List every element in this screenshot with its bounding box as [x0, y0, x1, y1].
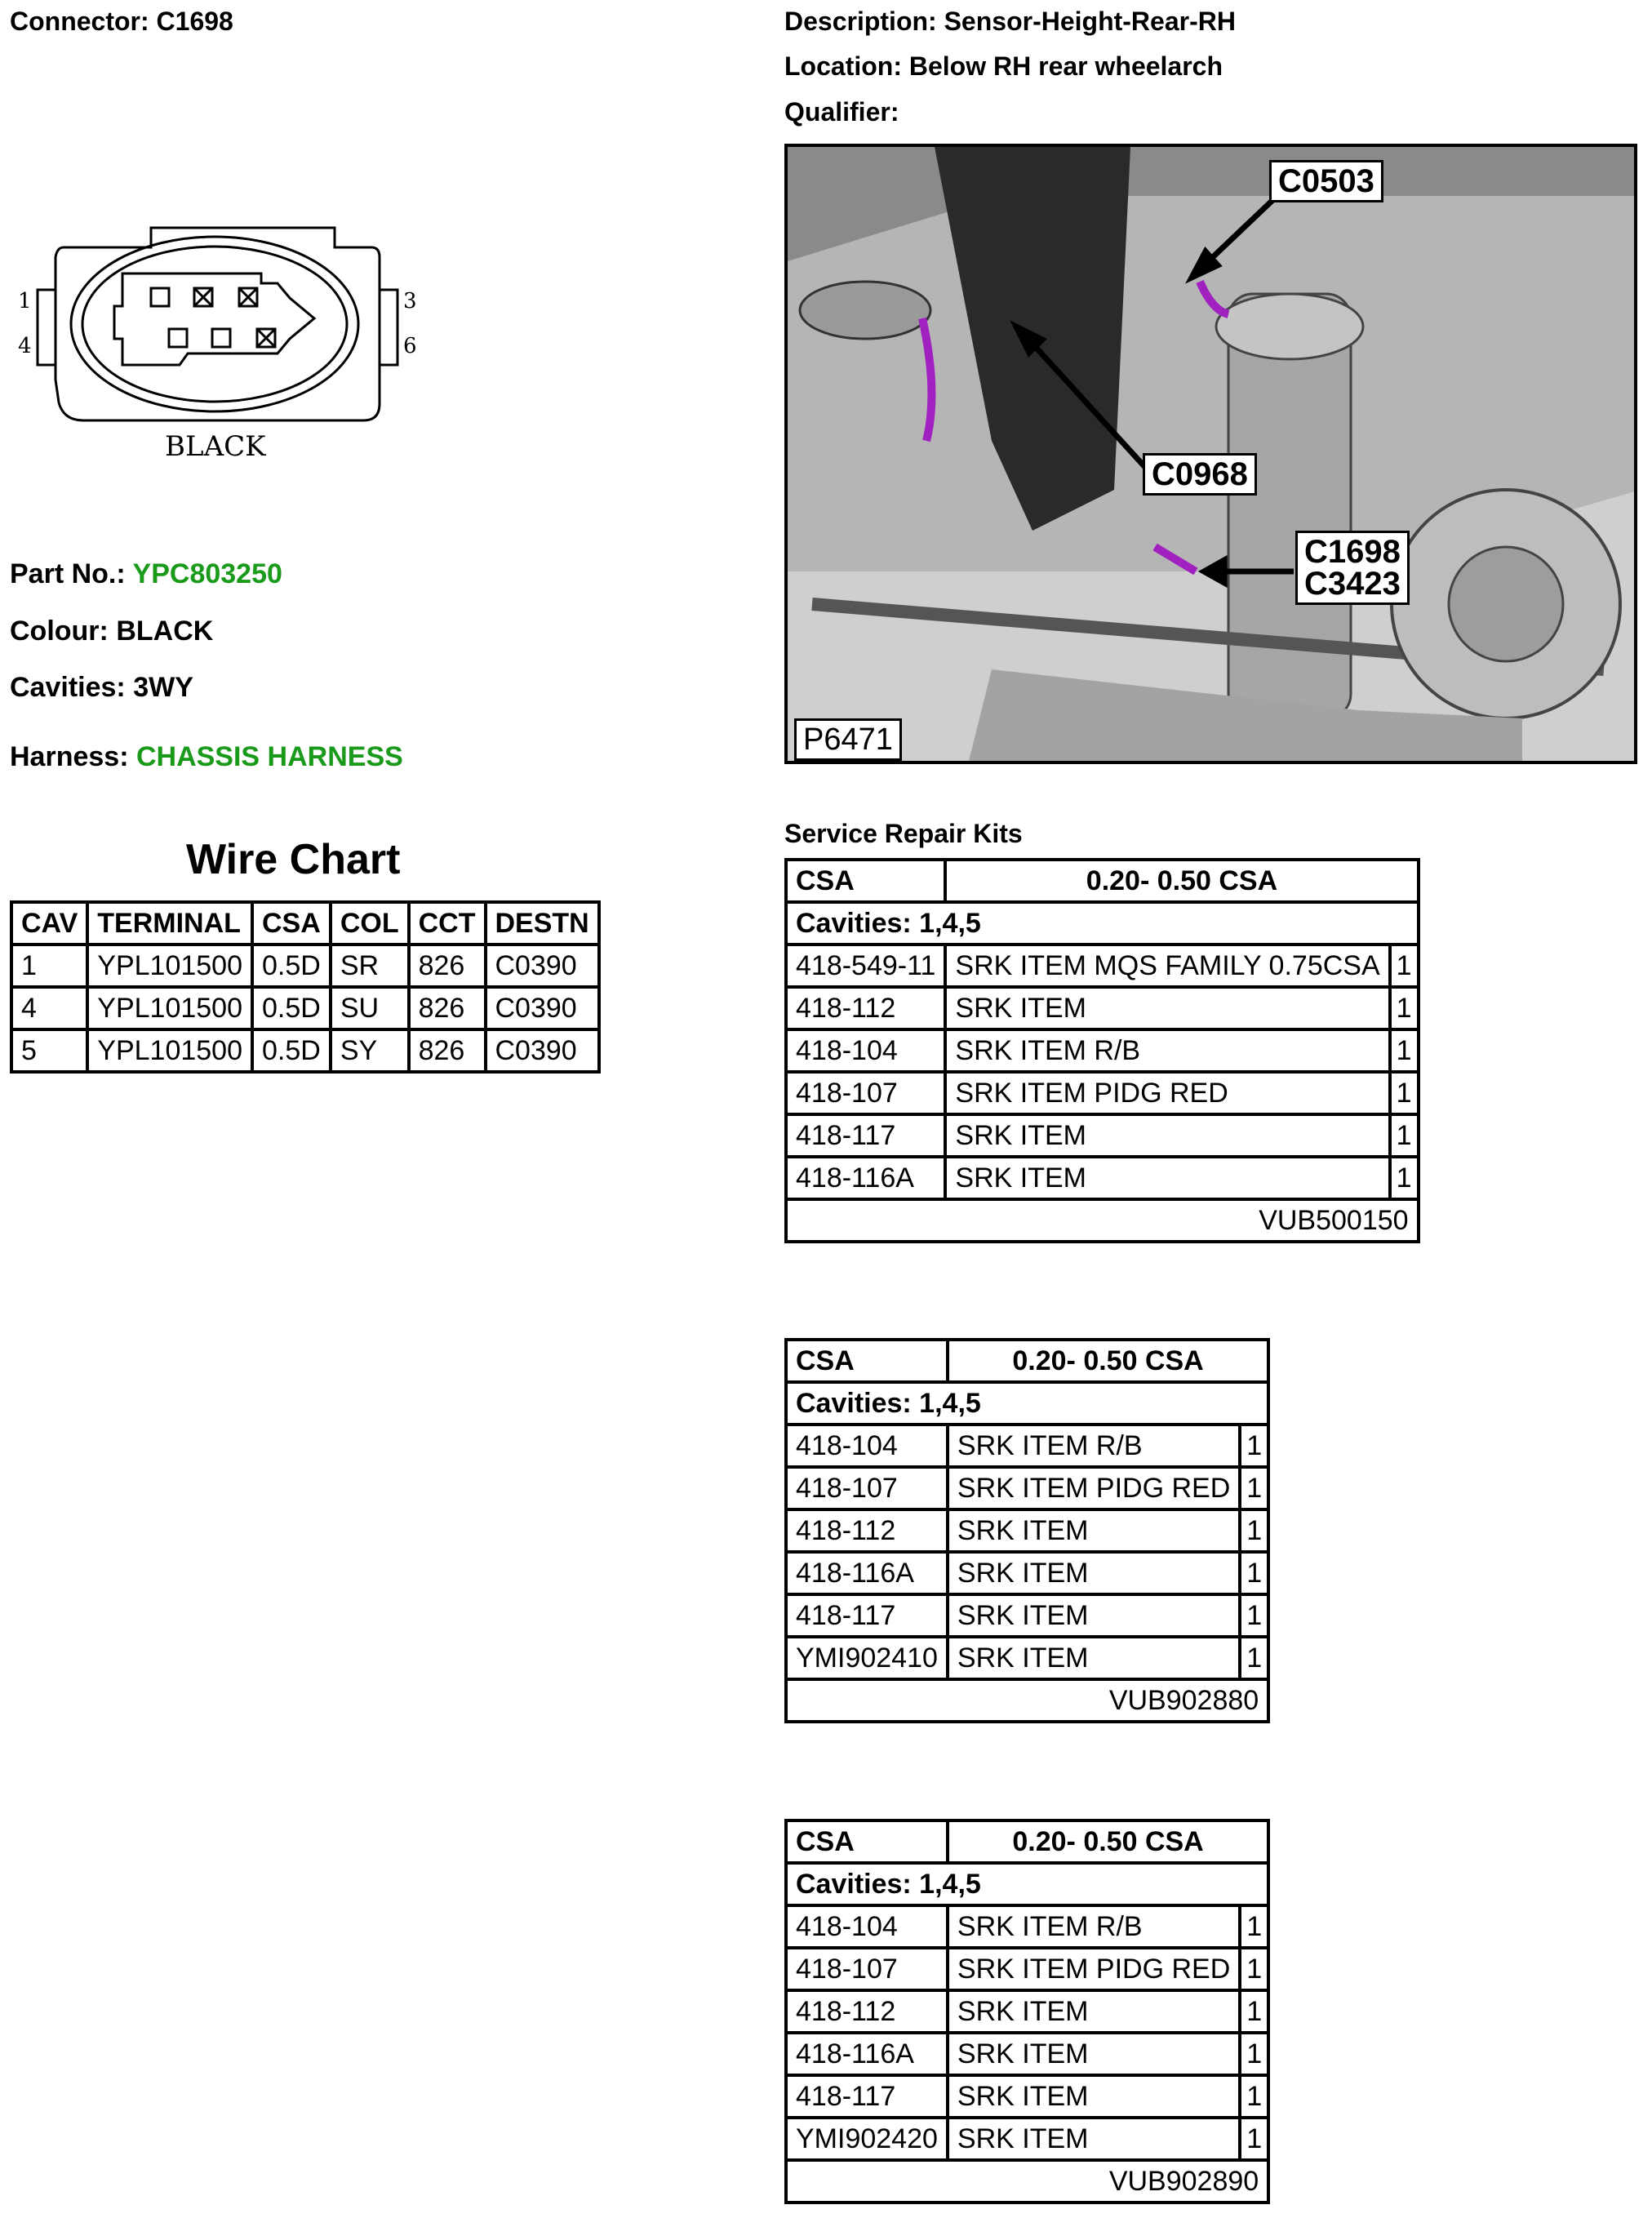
- service-repair-kits-title: Service Repair Kits: [784, 819, 1023, 848]
- kit-number: VUB902890: [784, 2158, 1271, 2204]
- callout-c1698: C1698: [1295, 531, 1410, 571]
- table-row: 5 YPL101500 0.5D SY 826 C0390: [9, 1028, 601, 1074]
- location-photo-illustration: [788, 147, 1634, 761]
- cavities-line: Cavities: 3WY: [10, 672, 193, 703]
- figure-id: P6471: [794, 718, 902, 761]
- kit-number: VUB500150: [784, 1198, 1420, 1243]
- harness-line: Harness: CHASSIS HARNESS: [10, 741, 403, 772]
- callout-c3423: C3423: [1295, 565, 1410, 605]
- table-row: 1 YPL101500 0.5D SR 826 C0390: [9, 943, 601, 989]
- table-row: 4 YPL101500 0.5D SU 826 C0390: [9, 985, 601, 1031]
- pin-label-4: 4: [18, 334, 32, 358]
- wire-chart-title: Wire Chart: [186, 836, 401, 883]
- connector-colour-caption: BLACK: [165, 430, 266, 463]
- connector-heading: Connector: C1698: [10, 7, 233, 36]
- col-header-csa: CSA: [251, 900, 332, 946]
- callout-c0503: C0503: [1269, 160, 1383, 202]
- col-header-cav: CAV: [9, 900, 90, 946]
- wire-chart-table: CAV TERMINAL CSA COL CCT DESTN 1 YPL1015…: [9, 900, 601, 1074]
- callout-c0968: C0968: [1143, 453, 1257, 496]
- kit-number: VUB902880: [784, 1678, 1271, 1723]
- harness-value: CHASSIS HARNESS: [135, 741, 403, 772]
- location-line: Location: Below RH rear wheelarch: [784, 51, 1223, 81]
- location-photo: C0503 C0968 C1698 C3423 P6471: [784, 144, 1637, 764]
- col-header-terminal: TERMINAL: [86, 900, 254, 946]
- wire-chart-header-row: CAV TERMINAL CSA COL CCT DESTN: [9, 900, 601, 946]
- repair-kit-table-3: CSA 0.20- 0.50 CSA Cavities: 1,4,5 418-1…: [784, 1819, 1271, 2204]
- col-header-destn: DESTN: [483, 900, 601, 946]
- description-line: Description: Sensor-Height-Rear-RH: [784, 7, 1236, 36]
- pin-label-6: 6: [403, 334, 417, 358]
- col-header-col: COL: [328, 900, 411, 946]
- repair-kit-table-1: CSA 0.20- 0.50 CSA Cavities: 1,4,5 418-5…: [784, 858, 1420, 1243]
- pin-label-3: 3: [403, 289, 417, 313]
- repair-kit-table-2: CSA 0.20- 0.50 CSA Cavities: 1,4,5 418-1…: [784, 1338, 1271, 1723]
- part-number-value: YPC803250: [132, 558, 282, 589]
- col-header-cct: CCT: [406, 900, 487, 946]
- pin-label-1: 1: [18, 289, 32, 313]
- colour-line: Colour: BLACK: [10, 616, 214, 647]
- qualifier-line: Qualifier:: [784, 97, 899, 127]
- part-number-line: Part No.: YPC803250: [10, 558, 282, 589]
- connector-face-diagram: 1 4 3 6 BLACK: [18, 226, 417, 463]
